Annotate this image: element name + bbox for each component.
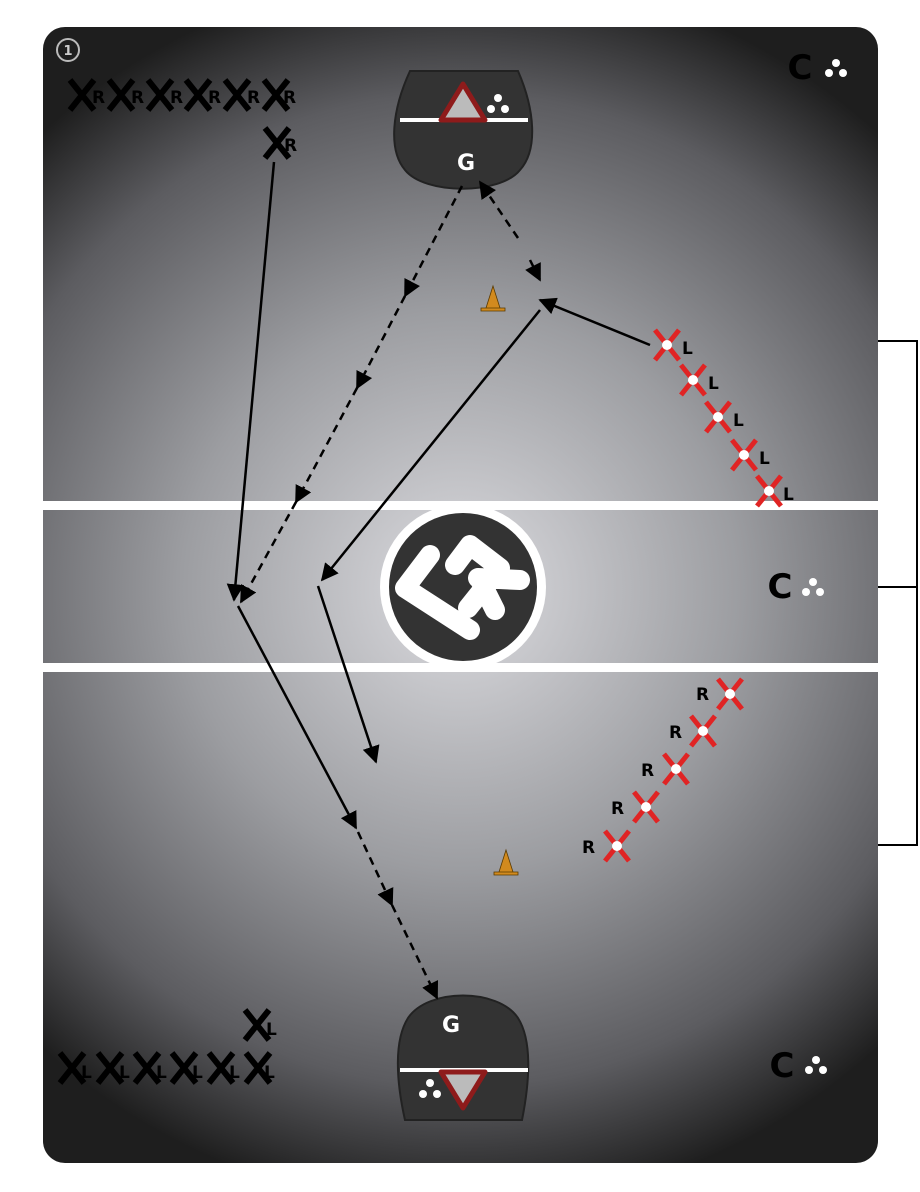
player-x-r: R [106, 78, 144, 112]
player-red-l: L [653, 328, 693, 362]
svg-text:R: R [208, 88, 221, 108]
player-red-l: L [730, 438, 770, 472]
center-logo [380, 504, 546, 670]
svg-text:L: L [229, 1063, 240, 1083]
svg-text:L: L [266, 1020, 277, 1040]
player-red-r: R [669, 714, 717, 748]
pass-path [239, 501, 298, 604]
player-red-l: L [704, 400, 744, 434]
player-x-l: L [206, 1051, 240, 1085]
player-red-l: L [679, 363, 719, 397]
pass-path [355, 295, 407, 390]
svg-text:L: L [708, 374, 719, 394]
svg-text:C: C [768, 567, 793, 607]
goalie: G [457, 151, 475, 176]
svg-text:R: R [283, 88, 296, 108]
player-x-r: R [261, 78, 296, 112]
step-badge: 1 [56, 38, 80, 62]
coach-middle: C [768, 567, 824, 607]
player-x-r-active: R [262, 126, 297, 160]
run-path [316, 585, 380, 764]
pass-path [390, 904, 439, 1000]
player-x-r: R [145, 78, 183, 112]
player-x-l: L [95, 1051, 130, 1085]
player-red-l: L [755, 474, 794, 508]
pass-path [478, 180, 520, 239]
player-x-l-active: L [242, 1008, 277, 1042]
svg-text:R: R [131, 88, 144, 108]
svg-text:L: L [119, 1063, 130, 1083]
balls-icon [802, 578, 824, 596]
offense-line-right: R R R R R [582, 677, 744, 863]
defense-line-bottom: L L L L L L L [57, 1008, 277, 1085]
player-x-l: L [132, 1051, 167, 1085]
svg-text:L: L [264, 1063, 275, 1083]
bottom-goal-crease: G [396, 994, 530, 1121]
group-bracket [878, 340, 918, 846]
svg-text:C: C [788, 48, 813, 88]
cone-icon [493, 848, 519, 876]
svg-text:L: L [81, 1063, 92, 1083]
player-x-r: R [67, 78, 105, 112]
svg-text:L: L [733, 411, 744, 431]
run-path [236, 605, 358, 830]
player-red-r: R [582, 829, 631, 863]
goalie: G [442, 1013, 460, 1038]
balls-icon [419, 1079, 441, 1098]
pass-path [525, 259, 542, 282]
svg-text:R: R [669, 723, 682, 743]
player-x-l: L [169, 1051, 203, 1085]
defense-line-top: R R R R R R R [67, 78, 297, 160]
run-path [226, 161, 276, 602]
svg-text:L: L [156, 1063, 167, 1083]
run-path [538, 297, 651, 347]
movement-paths [226, 161, 651, 1000]
svg-text:R: R [284, 136, 297, 156]
player-x-r: R [183, 78, 221, 112]
pass-path [294, 387, 359, 504]
svg-text:R: R [611, 799, 624, 819]
svg-text:R: R [696, 685, 709, 705]
svg-text:1: 1 [63, 44, 72, 59]
cone-icon [480, 284, 506, 312]
coach-top: C [788, 48, 847, 88]
svg-text:L: L [759, 449, 770, 469]
goal-icon [438, 81, 488, 123]
player-red-r: R [696, 677, 744, 711]
svg-text:R: R [170, 88, 183, 108]
svg-text:R: R [92, 88, 105, 108]
svg-text:L: L [682, 339, 693, 359]
svg-text:C: C [770, 1046, 795, 1086]
offense-line-left: L L L L L [653, 328, 794, 508]
pass-path [403, 185, 464, 298]
svg-text:R: R [582, 838, 595, 858]
player-red-r: R [641, 752, 690, 786]
coach-bottom: C [770, 1046, 827, 1086]
svg-text:R: R [641, 761, 654, 781]
svg-text:R: R [247, 88, 260, 108]
player-x-l: L [57, 1051, 92, 1085]
balls-icon [487, 94, 509, 113]
goal-icon [438, 1069, 488, 1111]
svg-text:L: L [192, 1063, 203, 1083]
top-goal-crease: G [393, 70, 534, 190]
player-red-r: R [611, 790, 660, 824]
balls-icon [805, 1056, 827, 1074]
svg-text:L: L [783, 485, 794, 505]
player-x-r: R [222, 78, 260, 112]
player-x-l: L [243, 1051, 275, 1085]
balls-icon [825, 59, 847, 77]
run-path [320, 309, 541, 582]
